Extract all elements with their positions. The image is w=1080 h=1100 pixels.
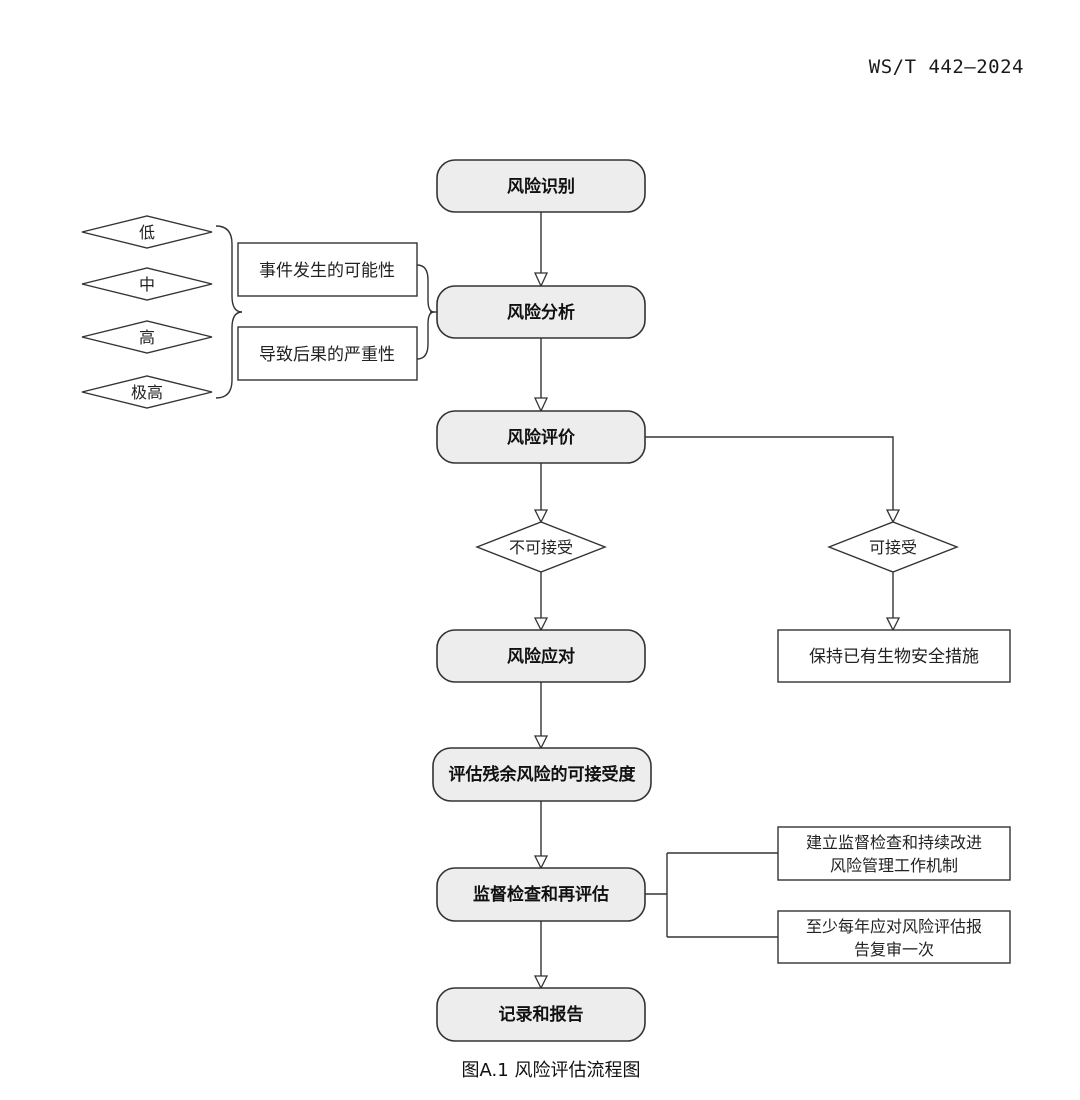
node-shape bbox=[432, 747, 652, 802]
arrowhead bbox=[533, 735, 549, 750]
node-label: 风险评价 bbox=[507, 427, 576, 448]
node-label: 评估残余风险的可接受度 bbox=[449, 764, 637, 785]
node-residual-acceptability: 评估残余风险的可接受度 bbox=[432, 747, 652, 802]
node-risk-evaluation: 风险评价 bbox=[436, 410, 646, 464]
arrowhead bbox=[533, 272, 549, 288]
node-shape bbox=[436, 285, 646, 339]
figure-caption: 图A.1 风险评估流程图 bbox=[462, 1060, 641, 1081]
node-label-line2: 风险管理工作机制 bbox=[830, 856, 958, 875]
node-label: 风险识别 bbox=[507, 176, 575, 197]
box-shape bbox=[777, 826, 1011, 881]
node-record-report: 记录和报告 bbox=[436, 987, 646, 1042]
diamond-shape bbox=[475, 521, 607, 573]
arrowhead bbox=[533, 975, 549, 990]
risk-level-label: 低 bbox=[139, 223, 155, 242]
node-label: 监督检查和再评估 bbox=[473, 884, 609, 905]
node-shape bbox=[436, 629, 646, 683]
factor-likelihood-label: 事件发生的可能性 bbox=[259, 261, 395, 281]
decision-unacceptable: 不可接受 bbox=[475, 521, 607, 573]
arrowhead bbox=[533, 397, 549, 413]
node-label-line1: 建立监督检查和持续改进 bbox=[806, 833, 982, 852]
node-shape bbox=[436, 159, 646, 213]
factor-brace bbox=[416, 264, 435, 360]
decision-label: 可接受 bbox=[869, 538, 917, 557]
node-shape bbox=[436, 987, 646, 1042]
risk-level-low: 低 bbox=[81, 215, 213, 249]
diamond-shape bbox=[81, 375, 213, 409]
node-shape bbox=[436, 867, 646, 922]
risk-level-label: 中 bbox=[139, 275, 155, 294]
node-annual-review: 至少每年应对风险评估报 告复审一次 bbox=[777, 910, 1011, 964]
arrowhead bbox=[885, 509, 901, 524]
diamond-shape bbox=[81, 215, 213, 249]
node-risk-identification: 风险识别 bbox=[436, 159, 646, 213]
decision-label: 不可接受 bbox=[509, 538, 573, 557]
factor-likelihood: 事件发生的可能性 bbox=[237, 242, 418, 297]
risk-level-brace bbox=[215, 225, 243, 399]
arrowhead bbox=[885, 617, 901, 632]
node-mechanism: 建立监督检查和持续改进 风险管理工作机制 bbox=[777, 826, 1011, 881]
arrowhead bbox=[533, 509, 549, 524]
node-risk-response: 风险应对 bbox=[436, 629, 646, 683]
arrowhead bbox=[533, 855, 549, 870]
risk-level-diamonds: 低 中 高 极高 bbox=[81, 215, 213, 409]
box-shape bbox=[237, 242, 418, 297]
node-maintain-measures: 保持已有生物安全措施 bbox=[777, 629, 1011, 683]
risk-level-medium: 中 bbox=[81, 267, 213, 301]
risk-level-label: 极高 bbox=[131, 383, 163, 402]
node-label-line2: 告复审一次 bbox=[854, 940, 934, 959]
diamond-shape bbox=[81, 320, 213, 354]
factor-severity: 导致后果的严重性 bbox=[237, 326, 418, 381]
edge-evaluation-to-acceptable bbox=[645, 436, 894, 512]
box-shape bbox=[237, 326, 418, 381]
connectors bbox=[430, 212, 901, 990]
node-label-line1: 至少每年应对风险评估报 bbox=[806, 917, 982, 936]
standard-code: WS/T 442—2024 bbox=[868, 56, 1024, 78]
diamond-shape bbox=[81, 267, 213, 301]
risk-level-high: 高 bbox=[81, 320, 213, 354]
box-shape bbox=[777, 629, 1011, 683]
node-label: 记录和报告 bbox=[499, 1004, 584, 1025]
arrowhead bbox=[533, 617, 549, 632]
diamond-shape bbox=[827, 521, 959, 573]
node-label: 保持已有生物安全措施 bbox=[809, 647, 979, 667]
node-supervision-reevaluation: 监督检查和再评估 bbox=[436, 867, 646, 922]
box-shape bbox=[777, 910, 1011, 964]
node-shape bbox=[436, 410, 646, 464]
decision-acceptable: 可接受 bbox=[827, 521, 959, 573]
node-risk-analysis: 风险分析 bbox=[436, 285, 646, 339]
node-label: 风险应对 bbox=[507, 646, 575, 667]
node-label: 风险分析 bbox=[507, 302, 575, 323]
factor-severity-label: 导致后果的严重性 bbox=[259, 345, 395, 365]
risk-level-label: 高 bbox=[139, 328, 155, 347]
risk-level-very-high: 极高 bbox=[81, 375, 213, 409]
